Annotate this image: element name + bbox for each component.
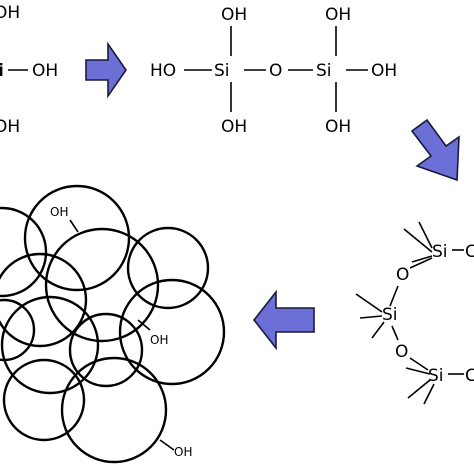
particle-oh-bottom-bond (159, 439, 175, 451)
bond-o-si-mid (389, 285, 399, 307)
particle-circle-2 (0, 206, 48, 298)
particle-aggregate: OH OH OH (0, 184, 226, 464)
dimer-oh-top-right: OH (325, 5, 351, 25)
methyl-bot-3 (423, 383, 435, 405)
particle-oh-top-bond (69, 219, 79, 233)
dimer-oh-top-left: OH (221, 5, 247, 25)
monomer-oh-bottom: OH (0, 117, 20, 137)
chain-o-lower: O (395, 342, 408, 362)
particle-circle-3 (44, 227, 160, 343)
arrow-left-icon (252, 289, 315, 351)
bond-o-si-bottom (409, 357, 429, 371)
bond-si-mid-o (391, 325, 399, 341)
arrow-right-icon (85, 41, 127, 99)
dimer-oh-bottom-left: OH (221, 117, 247, 137)
particle-oh-mid: OH (150, 333, 168, 347)
methyl-top-2 (411, 255, 433, 263)
dimer-disilanol: OH OH HO Si O Si OH OH OH (150, 5, 397, 137)
dimer-si-1: Si (214, 61, 230, 81)
arrow-down-right-icon (410, 118, 460, 182)
dimer-si-2: Si (316, 61, 332, 81)
methyl-bot-2 (407, 379, 431, 399)
particle-circle-4 (126, 226, 210, 310)
particle-oh-bottom: OH (174, 445, 192, 459)
dimer-oh-bottom-right: OH (325, 117, 351, 137)
monomer-si-partial: i (0, 61, 4, 81)
methyl-top-3 (418, 221, 433, 249)
particle-circle-8 (68, 312, 144, 388)
siloxane-chain: Si C O Si O Si C (355, 221, 474, 405)
methyl-top-1 (403, 228, 433, 253)
bond-si-top-o (409, 257, 433, 269)
methyl-mid-1 (355, 293, 383, 313)
chain-si-bottom: Si (428, 366, 444, 386)
chain-c-bottom: C (465, 366, 474, 386)
methyl-mid-3 (371, 321, 385, 339)
monomer-oh-right: OH (32, 61, 58, 81)
particle-circle-1 (23, 184, 131, 292)
chain-si-mid: Si (382, 305, 398, 325)
dimer-ho-left: HO (150, 61, 176, 81)
chain-o-upper: O (396, 265, 409, 285)
dimer-bridge-o: O (269, 61, 282, 81)
methyl-bot-1 (405, 367, 431, 375)
monomer-silanol: OH i OH OH (0, 3, 58, 137)
chain-si-top: Si (432, 242, 448, 262)
chain-c-top: C (465, 242, 474, 262)
particle-circle-7 (0, 295, 100, 395)
particle-circle-10 (60, 356, 168, 464)
particle-oh-top: OH (50, 205, 68, 219)
dimer-oh-right: OH (371, 61, 397, 81)
particle-circle-6 (118, 278, 226, 386)
particle-circle-9 (2, 358, 86, 442)
particle-circle-5 (0, 252, 88, 348)
particle-oh-mid-bond (137, 319, 151, 331)
methyl-mid-2 (359, 315, 383, 319)
particle-circle-11 (0, 298, 36, 362)
monomer-oh-top: OH (0, 3, 20, 23)
